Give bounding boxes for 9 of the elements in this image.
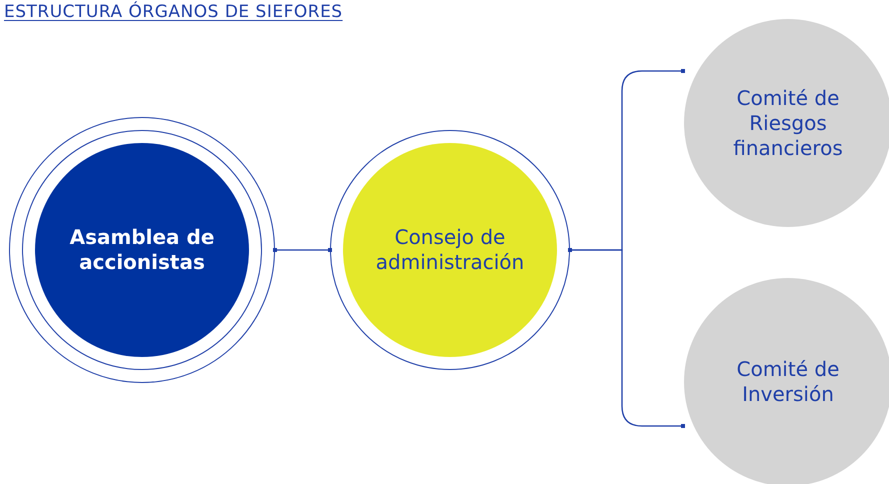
title: ESTRUCTURA ÓRGANOS DE SIEFORES bbox=[4, 2, 343, 22]
ring-outline bbox=[330, 130, 570, 370]
connector-line bbox=[568, 248, 685, 428]
node-label: Comité de Riesgos financieros bbox=[732, 86, 844, 160]
node-label: Comité de Inversión bbox=[736, 357, 840, 407]
node-label: Asamblea de accionistas bbox=[68, 225, 216, 275]
connector-line bbox=[273, 248, 332, 252]
ring-outline bbox=[9, 117, 275, 383]
node-label: Consejo de administración bbox=[374, 225, 526, 275]
